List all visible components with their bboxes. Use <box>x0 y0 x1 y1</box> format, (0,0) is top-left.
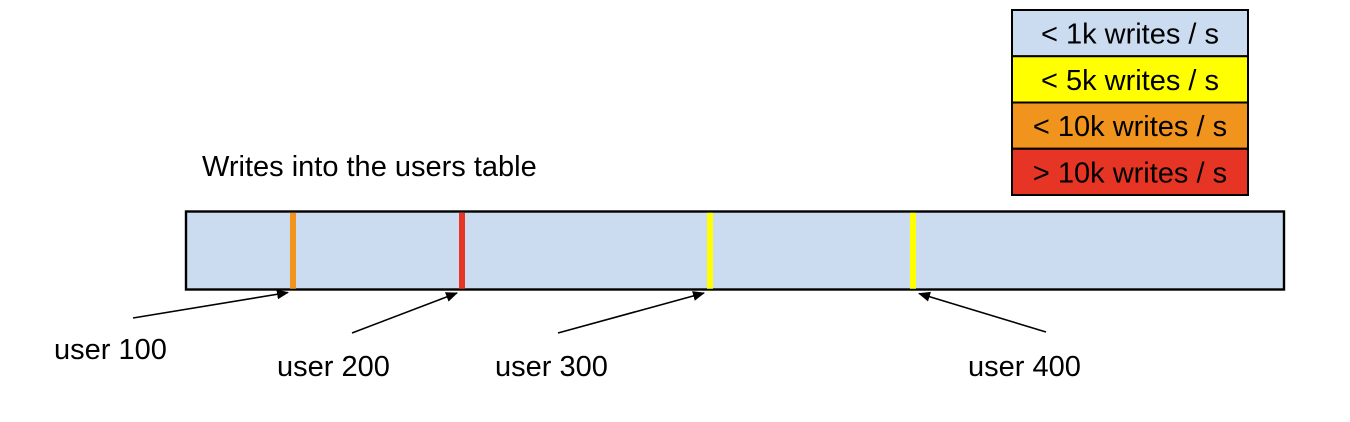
marker-callouts: user 100 user 200 user 300 user 400 <box>54 289 1081 383</box>
arrow-user-400 <box>918 291 1047 333</box>
users-table-bar <box>184 210 1286 291</box>
legend-swatch-lt-1k <box>1011 9 1249 58</box>
legend-swatch-lt-5k <box>1011 55 1249 104</box>
legend-label-lt-5k: < 5k writes / s <box>1041 65 1219 97</box>
legend-label-lt-1k: < 1k writes / s <box>1041 19 1219 51</box>
arrow-user-300 <box>557 291 705 334</box>
stripe-user-100 <box>290 212 296 289</box>
stripe-user-300 <box>707 212 713 289</box>
label-user-300: user 300 <box>495 351 608 383</box>
arrow-user-200 <box>351 292 458 334</box>
label-user-200: user 200 <box>277 351 390 383</box>
diagram-title: Writes into the users table <box>202 151 537 183</box>
arrow-user-100 <box>132 289 289 319</box>
legend-swatch-gt-10k <box>1011 147 1249 196</box>
write-rate-legend: < 1k writes / s < 5k writes / s < 10k wr… <box>1011 9 1249 196</box>
legend-label-lt-10k: < 10k writes / s <box>1033 111 1227 143</box>
label-user-100: user 100 <box>54 334 167 366</box>
stripe-user-400 <box>910 212 916 289</box>
label-user-400: user 400 <box>968 351 1081 383</box>
users-table-bar-rect <box>184 210 1286 291</box>
stripe-user-200 <box>459 212 465 289</box>
legend-label-gt-10k: > 10k writes / s <box>1033 157 1227 189</box>
